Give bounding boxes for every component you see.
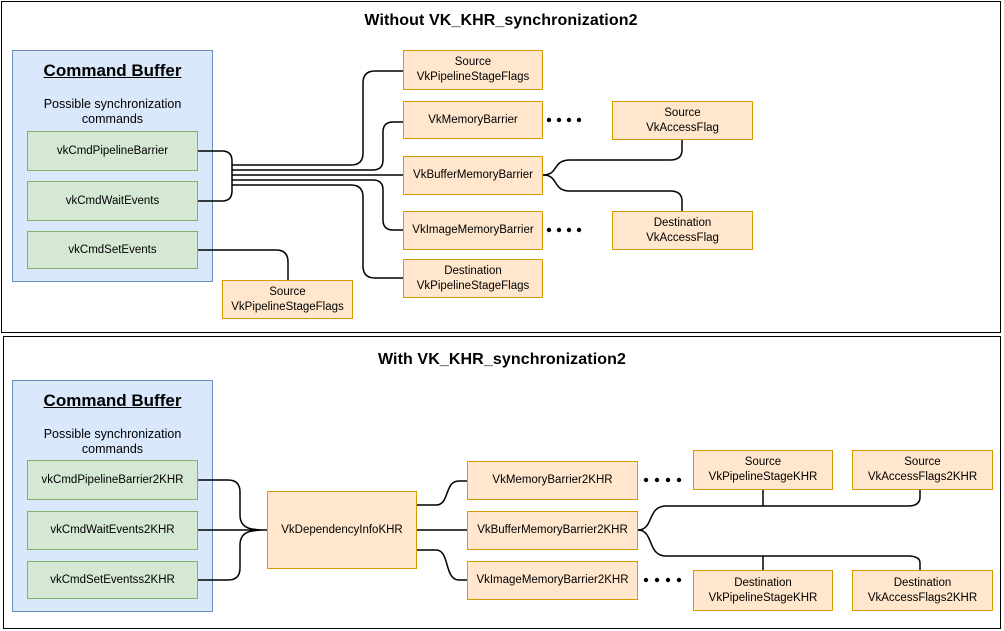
wire-setevents2-to-brace — [197, 529, 261, 581]
command-buffer-subtitle-bottom: Possible synchronization commands — [43, 427, 182, 456]
wire-to-source-stage-flags — [231, 70, 404, 166]
wire-buffer2-to-source-row — [637, 489, 921, 531]
wire-to-destination-stage-flags — [231, 184, 404, 279]
node-source-pipeline-stage-flags: Source VkPipelineStageFlags — [403, 50, 543, 90]
node-source-access-flag: Source VkAccessFlag — [612, 101, 753, 140]
node-vkCmdWaitEvents: vkCmdWaitEvents — [27, 181, 198, 221]
node-buffer-memory-barrier: VkBufferMemoryBarrier — [403, 156, 543, 195]
node-destination-pipeline-stage-khr: Destination VkPipelineStageKHR — [693, 570, 833, 611]
node-memory-barrier: VkMemoryBarrier — [403, 101, 543, 139]
wire-buffer-to-source-access — [542, 139, 683, 176]
node-vkCmdPipelineBarrier2KHR: vkCmdPipelineBarrier2KHR — [27, 460, 198, 500]
node-memory-barrier2: VkMemoryBarrier2KHR — [467, 461, 638, 500]
node-vkCmdWaitEvents2KHR: vkCmdWaitEvents2KHR — [27, 511, 198, 550]
wire-to-image-memory-barrier — [231, 179, 404, 231]
node-dependency-info: VkDependencyInfoKHR — [267, 491, 417, 569]
panel-without-sync2 — [1, 1, 1001, 333]
node-vkCmdSetEventss2KHR: vkCmdSetEventss2KHR — [27, 561, 198, 599]
wire-dependency-to-memory-barrier2 — [416, 480, 468, 506]
command-buffer-title-bottom: Command Buffer — [43, 391, 182, 410]
wire-buffer-to-destination-access — [542, 174, 683, 212]
wire-top-bracket — [197, 150, 233, 202]
bottom-panel-title: With VK_KHR_synchronization2 — [377, 351, 627, 368]
dotted-link-memory2-to-source — [643, 477, 682, 483]
wire-pipelinebarrier2-to-brace — [197, 479, 261, 531]
top-panel-title: Without VK_KHR_synchronization2 — [364, 12, 638, 29]
dotted-link-memory-to-source-access — [546, 117, 582, 123]
wire-buffer2-to-destination-row — [637, 529, 921, 571]
node-source-access-flags2: Source VkAccessFlags2KHR — [852, 450, 993, 490]
dotted-link-image2-to-destination — [643, 577, 682, 583]
dotted-link-image-to-destination-access — [546, 227, 582, 233]
panel-with-sync2 — [3, 336, 1001, 629]
node-buffer-memory-barrier2: VkBufferMemoryBarrier2KHR — [467, 511, 638, 550]
node-source-pipeline-stage-khr: Source VkPipelineStageKHR — [693, 450, 833, 490]
node-image-memory-barrier2: VkImageMemoryBarrier2KHR — [467, 561, 638, 600]
node-destination-access-flag: Destination VkAccessFlag — [612, 211, 753, 250]
node-destination-access-flags2: Destination VkAccessFlags2KHR — [852, 570, 993, 611]
node-destination-pipeline-stage-flags: Destination VkPipelineStageFlags — [403, 259, 543, 298]
wire-dependency-to-image-barrier2 — [416, 549, 468, 581]
command-buffer-subtitle-top: Possible synchronization commands — [43, 97, 182, 126]
command-buffer-title-top: Command Buffer — [43, 61, 182, 80]
node-vkCmdSetEvents: vkCmdSetEvents — [27, 231, 198, 269]
node-image-memory-barrier: VkImageMemoryBarrier — [403, 211, 543, 250]
wire-setevents-to-source-stage — [197, 249, 289, 281]
node-source-pipeline-stage-flags-bottom: Source VkPipelineStageFlags — [222, 280, 353, 319]
wire-to-memory-barrier — [231, 121, 404, 171]
node-vkCmdPipelineBarrier: vkCmdPipelineBarrier — [27, 131, 198, 171]
